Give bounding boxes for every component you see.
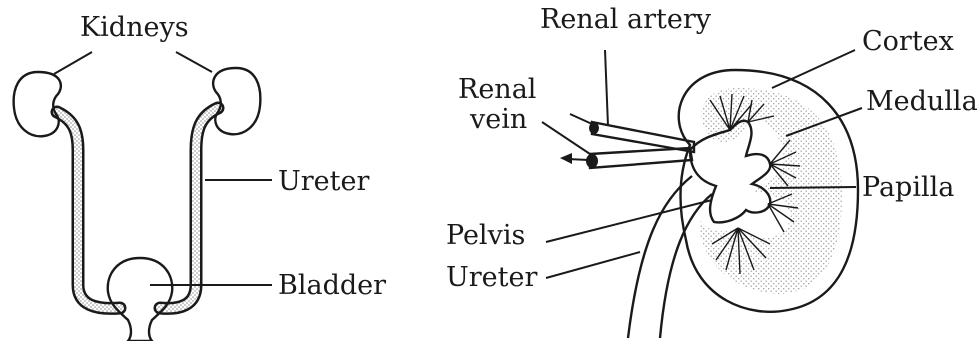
- renal-artery-line-in: [570, 114, 592, 124]
- medulla-region: [700, 88, 842, 294]
- urinary-system-diagram: Kidneys Ureter Bladder: [14, 12, 386, 341]
- cortex-leader: [772, 50, 855, 88]
- renal-vein-vessel: [590, 148, 692, 168]
- right-ureter-tube: [160, 108, 218, 308]
- kidneys-leader-right: [176, 52, 212, 72]
- kidneys-leader-left: [54, 52, 92, 74]
- renal-vein-label-line2: vein: [469, 104, 527, 135]
- pelvis-label: Pelvis: [446, 220, 525, 251]
- right-ureter-outer: [628, 176, 692, 338]
- pelvis-leader: [546, 200, 712, 242]
- renal-vein-leader: [542, 122, 596, 158]
- renal-vein-arrowhead: [560, 153, 572, 164]
- bladder-shape: [108, 258, 172, 341]
- renal-vein-label-line1: Renal: [458, 74, 536, 105]
- left-ureter-tube: [57, 112, 120, 308]
- papilla-leader: [770, 187, 856, 188]
- right-kidney: [213, 68, 260, 134]
- kidneys-label: Kidneys: [80, 12, 189, 43]
- left-kidney: [14, 72, 61, 136]
- cortex-label: Cortex: [862, 26, 954, 57]
- ureter-label-right: Ureter: [446, 262, 537, 293]
- bladder-label: Bladder: [278, 270, 386, 301]
- kidney-section-diagram: Renal artery Cortex Renal vein Medulla P…: [446, 4, 978, 338]
- ureter-leader-right: [546, 252, 640, 278]
- renal-artery-label: Renal artery: [540, 4, 712, 35]
- renal-artery-leader: [605, 50, 608, 126]
- papilla-label: Papilla: [862, 172, 954, 203]
- ureter-label-left: Ureter: [278, 166, 369, 197]
- medulla-label: Medulla: [866, 86, 978, 117]
- right-ureter-inner: [660, 194, 712, 338]
